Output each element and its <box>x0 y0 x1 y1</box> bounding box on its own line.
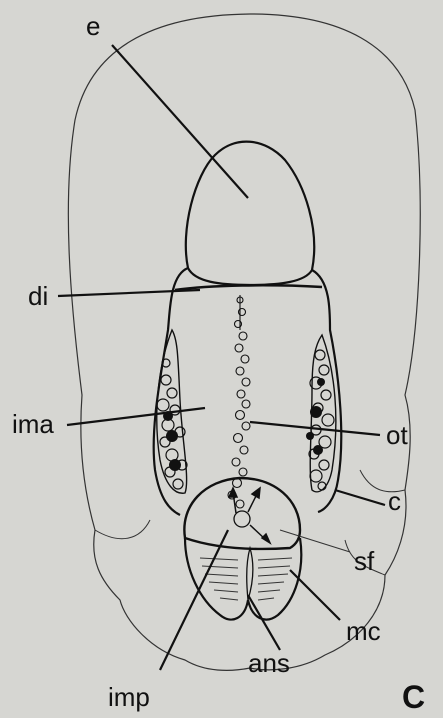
label-sf: sf <box>354 546 375 576</box>
leader-ot <box>250 422 380 435</box>
label-mc: mc <box>346 616 381 646</box>
label-e: e <box>86 11 100 41</box>
lower-chamber <box>184 478 300 549</box>
label-di: di <box>28 281 48 311</box>
label-c: c <box>388 486 401 516</box>
striations <box>200 558 292 600</box>
leader-mc <box>290 570 340 620</box>
leader-c <box>335 490 385 505</box>
bottom-lobe <box>185 538 301 620</box>
leader-e <box>112 45 248 198</box>
compartment-e <box>186 142 314 285</box>
leader-di <box>58 290 200 296</box>
label-ot: ot <box>386 420 408 450</box>
panel-letter: C <box>402 679 425 715</box>
anal-slit <box>247 548 253 600</box>
central-pore <box>234 511 250 527</box>
label-imp: imp <box>108 682 150 712</box>
label-ans: ans <box>248 648 290 678</box>
leader-imp <box>160 530 228 670</box>
flap-line-left <box>95 520 150 539</box>
leader-ans <box>248 595 280 650</box>
label-ima: ima <box>12 409 54 439</box>
leader-ima <box>67 408 205 425</box>
central-chain <box>228 295 250 508</box>
